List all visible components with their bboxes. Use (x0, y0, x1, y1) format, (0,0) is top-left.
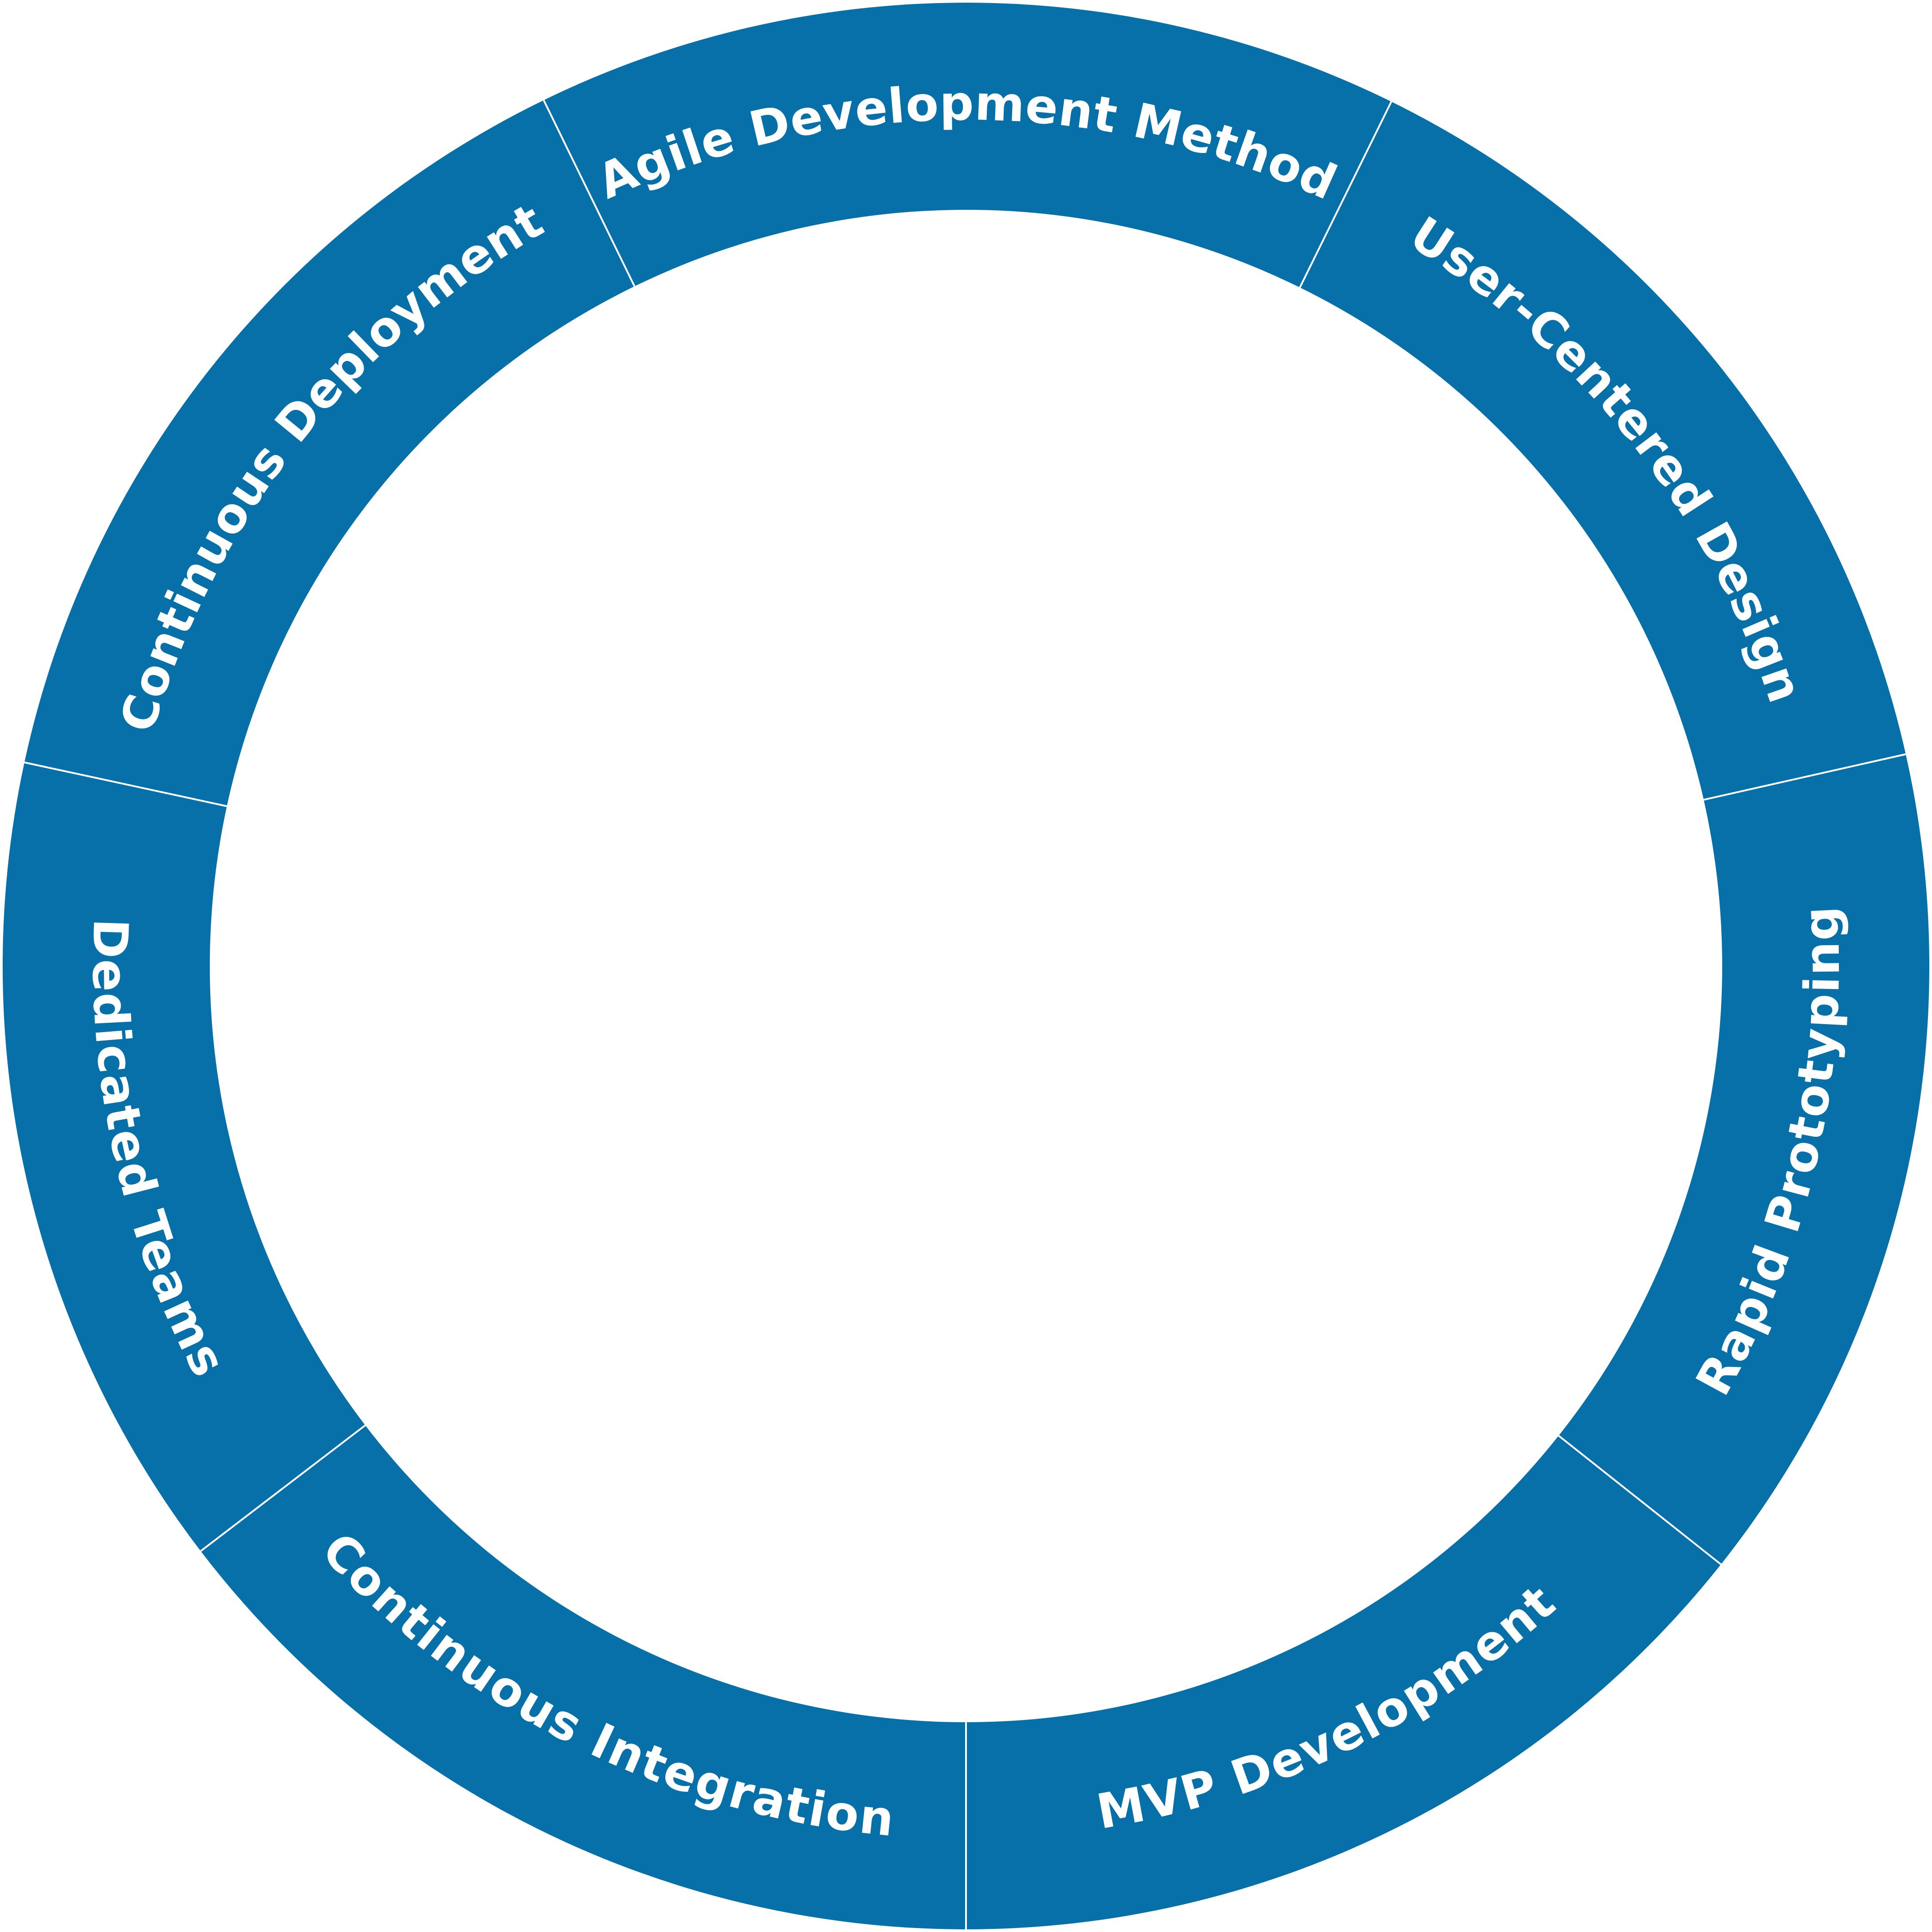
segment-divider (200, 1424, 366, 1552)
dividers-layer (24, 99, 1906, 1929)
segment-divider (1558, 1435, 1722, 1565)
ring-segment (543, 2, 1391, 288)
segment-divider (1299, 101, 1392, 288)
segment-divider (543, 99, 636, 287)
segment-divider (24, 762, 227, 807)
ring-segment (24, 100, 635, 806)
ring-segment (200, 1425, 966, 1929)
ring-segment (966, 1436, 1721, 1929)
ring-segment (2, 762, 365, 1551)
ring-segment (1559, 754, 1929, 1565)
ring-segment (1300, 102, 1906, 800)
segment-divider (1703, 753, 1906, 801)
